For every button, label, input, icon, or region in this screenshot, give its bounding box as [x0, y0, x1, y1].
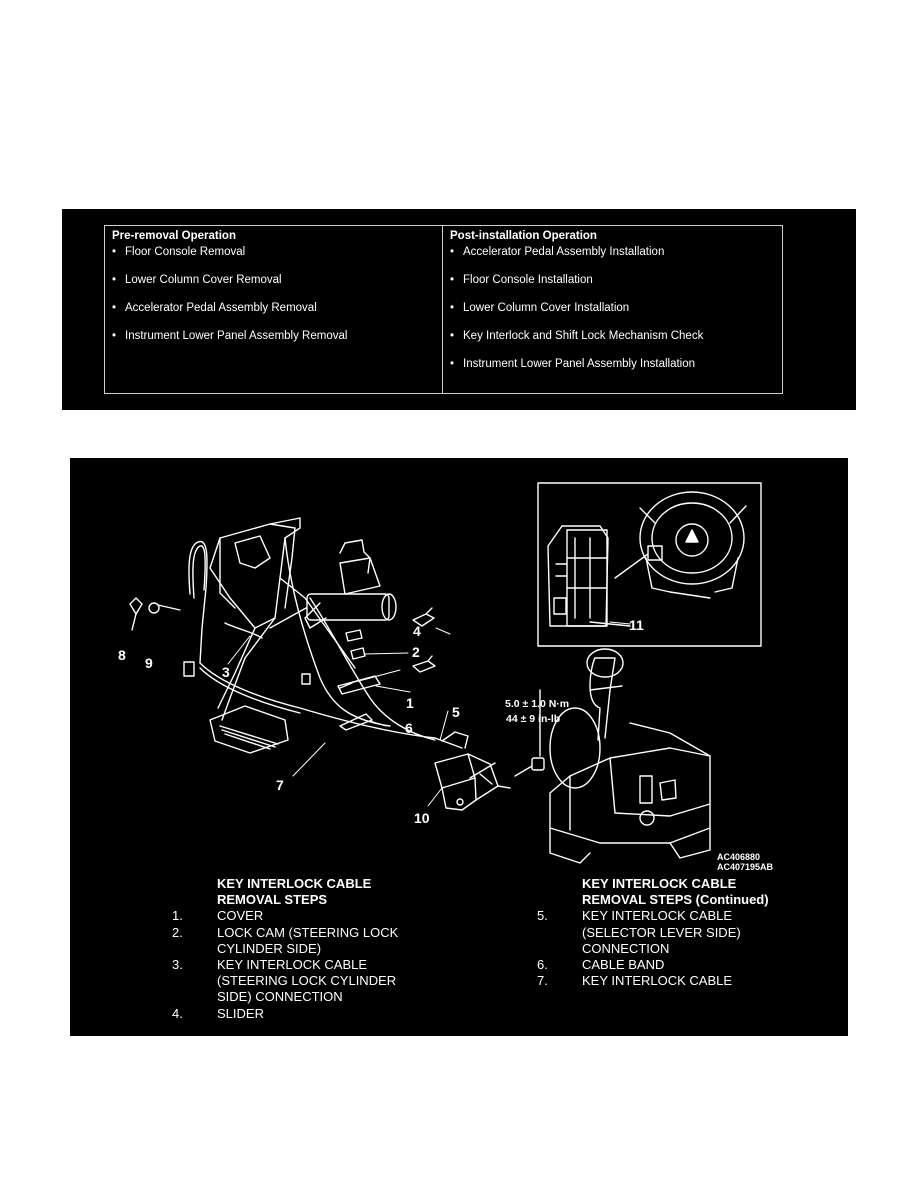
bullet: •: [450, 274, 455, 286]
bolt-drawing: [514, 689, 545, 777]
callout-10: 10: [414, 810, 430, 826]
torque-nm: 5.0 ± 1.0 N·m: [505, 698, 570, 710]
steps-title: KEY INTERLOCK CABLE: [217, 876, 372, 891]
pre-removal-item: • Lower Column Cover Removal: [112, 274, 282, 286]
item-text: Instrument Lower Panel Assembly Installa…: [463, 358, 696, 370]
leader-lines: [227, 621, 631, 807]
steps-title: REMOVAL STEPS: [217, 892, 328, 908]
post-installation-item: • Accelerator Pedal Assembly Installation: [450, 246, 664, 258]
item-text: Accelerator Pedal Assembly Installation: [463, 246, 665, 258]
bullet: •: [450, 246, 455, 258]
bullet: •: [112, 274, 117, 286]
post-installation-item: • Lower Column Cover Installation: [450, 302, 629, 314]
callout-7: 7: [276, 777, 284, 793]
step-text: LOCK CAM (STEERING LOCK CYLINDER SIDE): [217, 924, 399, 956]
callout-5: 5: [452, 704, 460, 720]
small-parts-drawing: [129, 597, 263, 639]
item-text: Accelerator Pedal Assembly Removal: [125, 302, 317, 314]
post-installation-item: • Key Interlock and Shift Lock Mechanism …: [450, 330, 703, 342]
callout-11: 11: [629, 617, 644, 633]
step-row: 1. COVER: [172, 908, 442, 924]
torque-inlb: 44 ± 9 in-lb: [506, 713, 561, 725]
step-number: 5.: [537, 908, 548, 924]
item-text: Floor Console Installation: [463, 274, 593, 286]
item-text: Instrument Lower Panel Assembly Removal: [125, 330, 348, 342]
removal-steps-left: KEY INTERLOCK CABLE REMOVAL STEPS 1. COVE…: [172, 876, 442, 1022]
bullet: •: [112, 302, 117, 314]
step-text: SLIDER: [217, 1005, 264, 1021]
bullet: •: [450, 302, 455, 314]
figure-code: AC406880: [717, 852, 761, 862]
key-interlock-cable-drawing: [183, 537, 463, 749]
step-number: 7.: [537, 973, 548, 989]
step-row: 3. KEY INTERLOCK CABLE (STEERING LOCK CYL…: [172, 957, 442, 1006]
bullet: •: [112, 246, 117, 258]
step-row: 4. SLIDER: [172, 1006, 442, 1022]
pre-removal-item: • Floor Console Removal: [112, 246, 245, 258]
callout-1: 1: [406, 695, 414, 711]
step-number: 3.: [172, 957, 183, 973]
item-text: Key Interlock and Shift Lock Mechanism C…: [463, 330, 704, 342]
operations-panel: Pre-removal Operation • Floor Console Rem…: [62, 209, 856, 410]
step-text: COVER: [217, 908, 264, 924]
item-text: Floor Console Removal: [125, 246, 246, 258]
callout-3: 3: [222, 664, 230, 680]
pre-removal-column: Pre-removal Operation • Floor Console Rem…: [105, 226, 443, 393]
steering-lock-cylinder-drawing: [269, 539, 397, 629]
step-text: KEY INTERLOCK CABLE: [582, 973, 733, 989]
post-installation-item: • Instrument Lower Panel Assembly Install…: [450, 358, 695, 370]
removal-steps-right: KEY INTERLOCK CABLE REMOVAL STEPS (Conti…: [537, 876, 817, 989]
step-text: KEY INTERLOCK CABLE (STEERING LOCK CYLIN…: [217, 957, 397, 1005]
step-row: 2. LOCK CAM (STEERING LOCK CYLINDER SIDE): [172, 925, 442, 957]
step-row: 5. KEY INTERLOCK CABLE (SELECTOR LEVER SI…: [537, 908, 817, 957]
post-installation-heading: Post-installation Operation: [450, 230, 597, 242]
step-number: 6.: [537, 957, 548, 973]
callout-4: 4: [413, 623, 421, 639]
step-number: 2.: [172, 924, 183, 940]
callout-9: 9: [145, 655, 153, 671]
callout-6: 6: [405, 720, 413, 736]
selector-bracket-drawing: [434, 731, 511, 811]
post-installation-column: Post-installation Operation • Accelerator…: [443, 226, 782, 393]
steps-title: KEY INTERLOCK CABLE: [582, 876, 737, 891]
callout-2: 2: [412, 644, 420, 660]
operations-table: Pre-removal Operation • Floor Console Rem…: [104, 225, 783, 394]
bullet: •: [450, 330, 455, 342]
pre-removal-item: • Instrument Lower Panel Assembly Removal: [112, 330, 347, 342]
cable-illustration: [129, 482, 762, 864]
shift-lever-drawing: [549, 648, 711, 864]
steering-wheel-drawing: [614, 491, 747, 599]
pre-removal-heading: Pre-removal Operation: [112, 230, 236, 242]
step-number: 1.: [172, 908, 183, 924]
figure-code: AC407195AB: [717, 862, 774, 872]
step-row: 6. CABLE BAND: [537, 957, 817, 973]
step-number: 4.: [172, 1005, 183, 1021]
callout-8: 8: [118, 647, 126, 663]
step-text: KEY INTERLOCK CABLE (SELECTOR LEVER SIDE…: [582, 908, 741, 956]
inset-frame: [537, 482, 762, 647]
illustration-panel: 1 2 3 4 5 6 7 8 9 10 11 5.0 ± 1.0 N·m 44…: [70, 458, 848, 1036]
step-row: 7. KEY INTERLOCK CABLE: [537, 973, 817, 989]
item-text: Lower Column Cover Installation: [463, 302, 630, 314]
bullet: •: [450, 358, 455, 370]
item-text: Lower Column Cover Removal: [125, 274, 282, 286]
clip-parts-drawing: [337, 607, 436, 731]
steps-title: REMOVAL STEPS (Continued): [582, 892, 769, 908]
post-installation-item: • Floor Console Installation: [450, 274, 593, 286]
ecu-module-drawing: [547, 525, 631, 627]
step-text: CABLE BAND: [582, 957, 665, 973]
pre-removal-item: • Accelerator Pedal Assembly Removal: [112, 302, 317, 314]
bullet: •: [112, 330, 117, 342]
